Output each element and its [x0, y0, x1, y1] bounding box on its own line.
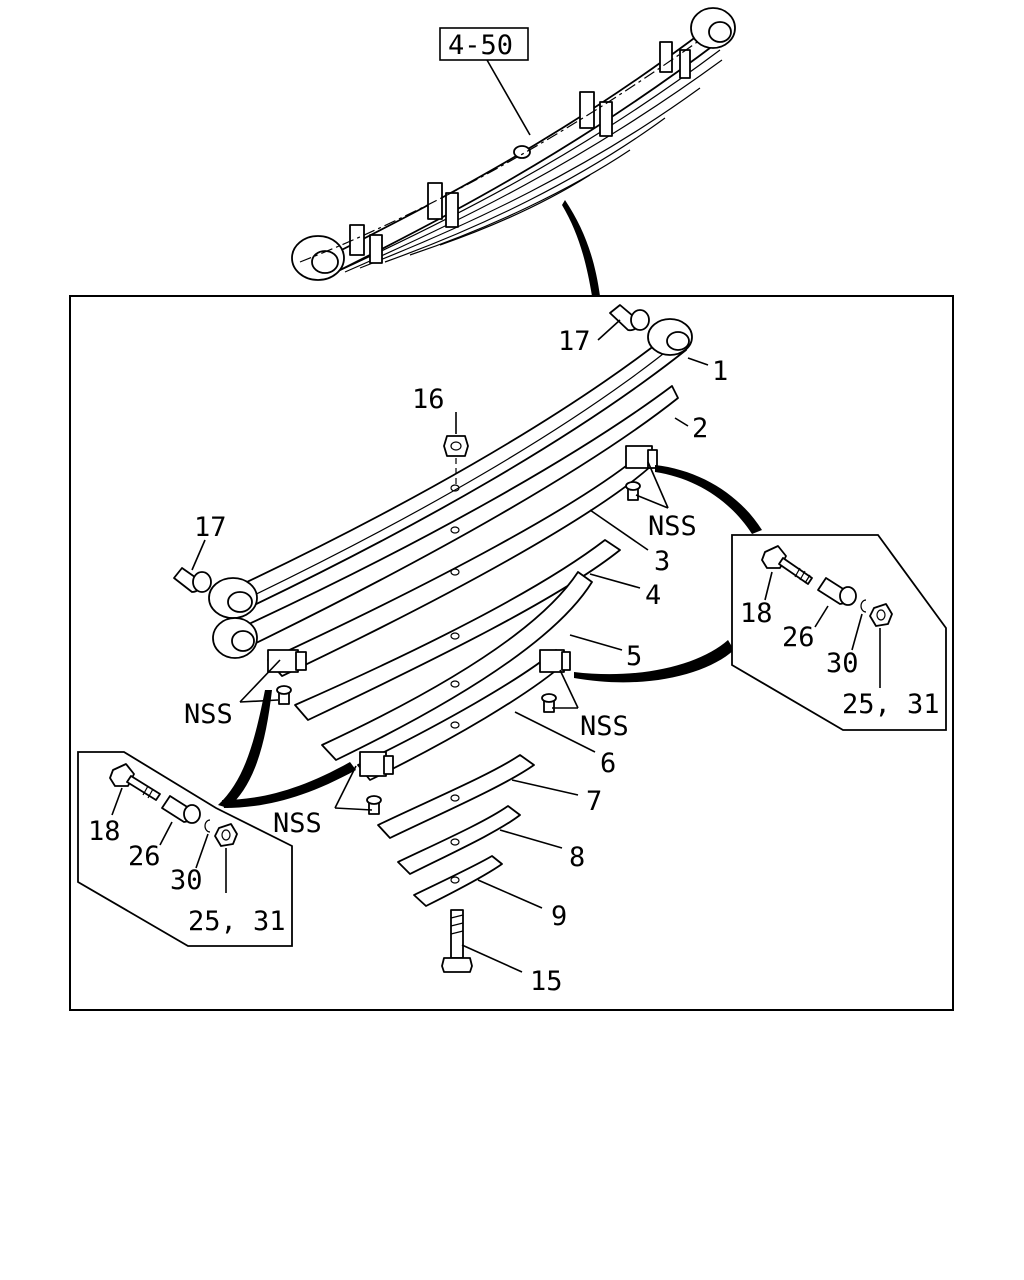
label-part-9: 9: [551, 901, 567, 932]
right-detail-label-18: 18: [740, 598, 773, 629]
arrow-from-left-detail: [222, 762, 356, 808]
leaf-9: [413, 855, 503, 907]
label-part-3: 3: [654, 546, 670, 577]
left-detail-label-26: 26: [128, 841, 161, 872]
reference-label: 4-50: [448, 30, 513, 61]
label-nss-upper-right: NSS: [648, 511, 697, 542]
center-holes: [450, 484, 460, 884]
leaf-7: [377, 754, 535, 839]
reference-box: [439, 27, 529, 61]
leader-lines: [191, 319, 709, 973]
leaf-5: [321, 571, 593, 761]
label-part-7: 7: [586, 786, 602, 817]
center-bolt-15: [441, 909, 473, 973]
label-part-2: 2: [692, 413, 708, 444]
left-detail-panel: [77, 751, 293, 947]
label-part-17-left: 17: [194, 512, 227, 543]
left-detail-label-30: 30: [170, 865, 203, 896]
right-detail-panel: [731, 534, 947, 731]
bushing-17-top: [609, 304, 650, 332]
arrow-to-left-detail: [218, 690, 272, 808]
nut-16: [443, 435, 469, 485]
right-detail-label-30: 30: [826, 648, 859, 679]
label-part-16: 16: [412, 384, 445, 415]
leaf-4: [294, 539, 621, 721]
label-part-15: 15: [530, 966, 563, 997]
left-detail-label-25-31: 25, 31: [188, 906, 286, 937]
right-detail-label-26: 26: [782, 622, 815, 653]
exploded-view-frame: [69, 295, 954, 1011]
right-detail-label-25-31: 25, 31: [842, 689, 940, 720]
left-detail-label-18: 18: [88, 816, 121, 847]
leaf-1: [208, 318, 693, 619]
arrow-to-right-detail: [655, 465, 762, 534]
assembled-leaf-spring: [291, 7, 736, 281]
label-nss-left: NSS: [184, 699, 233, 730]
expansion-arrow: [562, 200, 600, 296]
label-part-1: 1: [712, 356, 728, 387]
label-part-6: 6: [600, 748, 616, 779]
bushing-17-left: [173, 567, 212, 593]
arrow-from-right-detail: [574, 640, 734, 683]
label-part-17-top: 17: [558, 326, 591, 357]
label-part-4: 4: [645, 580, 661, 611]
label-nss-lower: NSS: [273, 808, 322, 839]
leaf-2: [212, 385, 679, 659]
label-part-8: 8: [569, 842, 585, 873]
leaf-6: [357, 649, 571, 781]
nss-rivets: [276, 481, 641, 815]
part-number-labels: 1 2 3 4 5 6 7 8 9 15 16 17 17 NSS NSS NS…: [88, 326, 940, 997]
label-nss-middle-right: NSS: [580, 711, 629, 742]
label-part-5: 5: [626, 641, 642, 672]
